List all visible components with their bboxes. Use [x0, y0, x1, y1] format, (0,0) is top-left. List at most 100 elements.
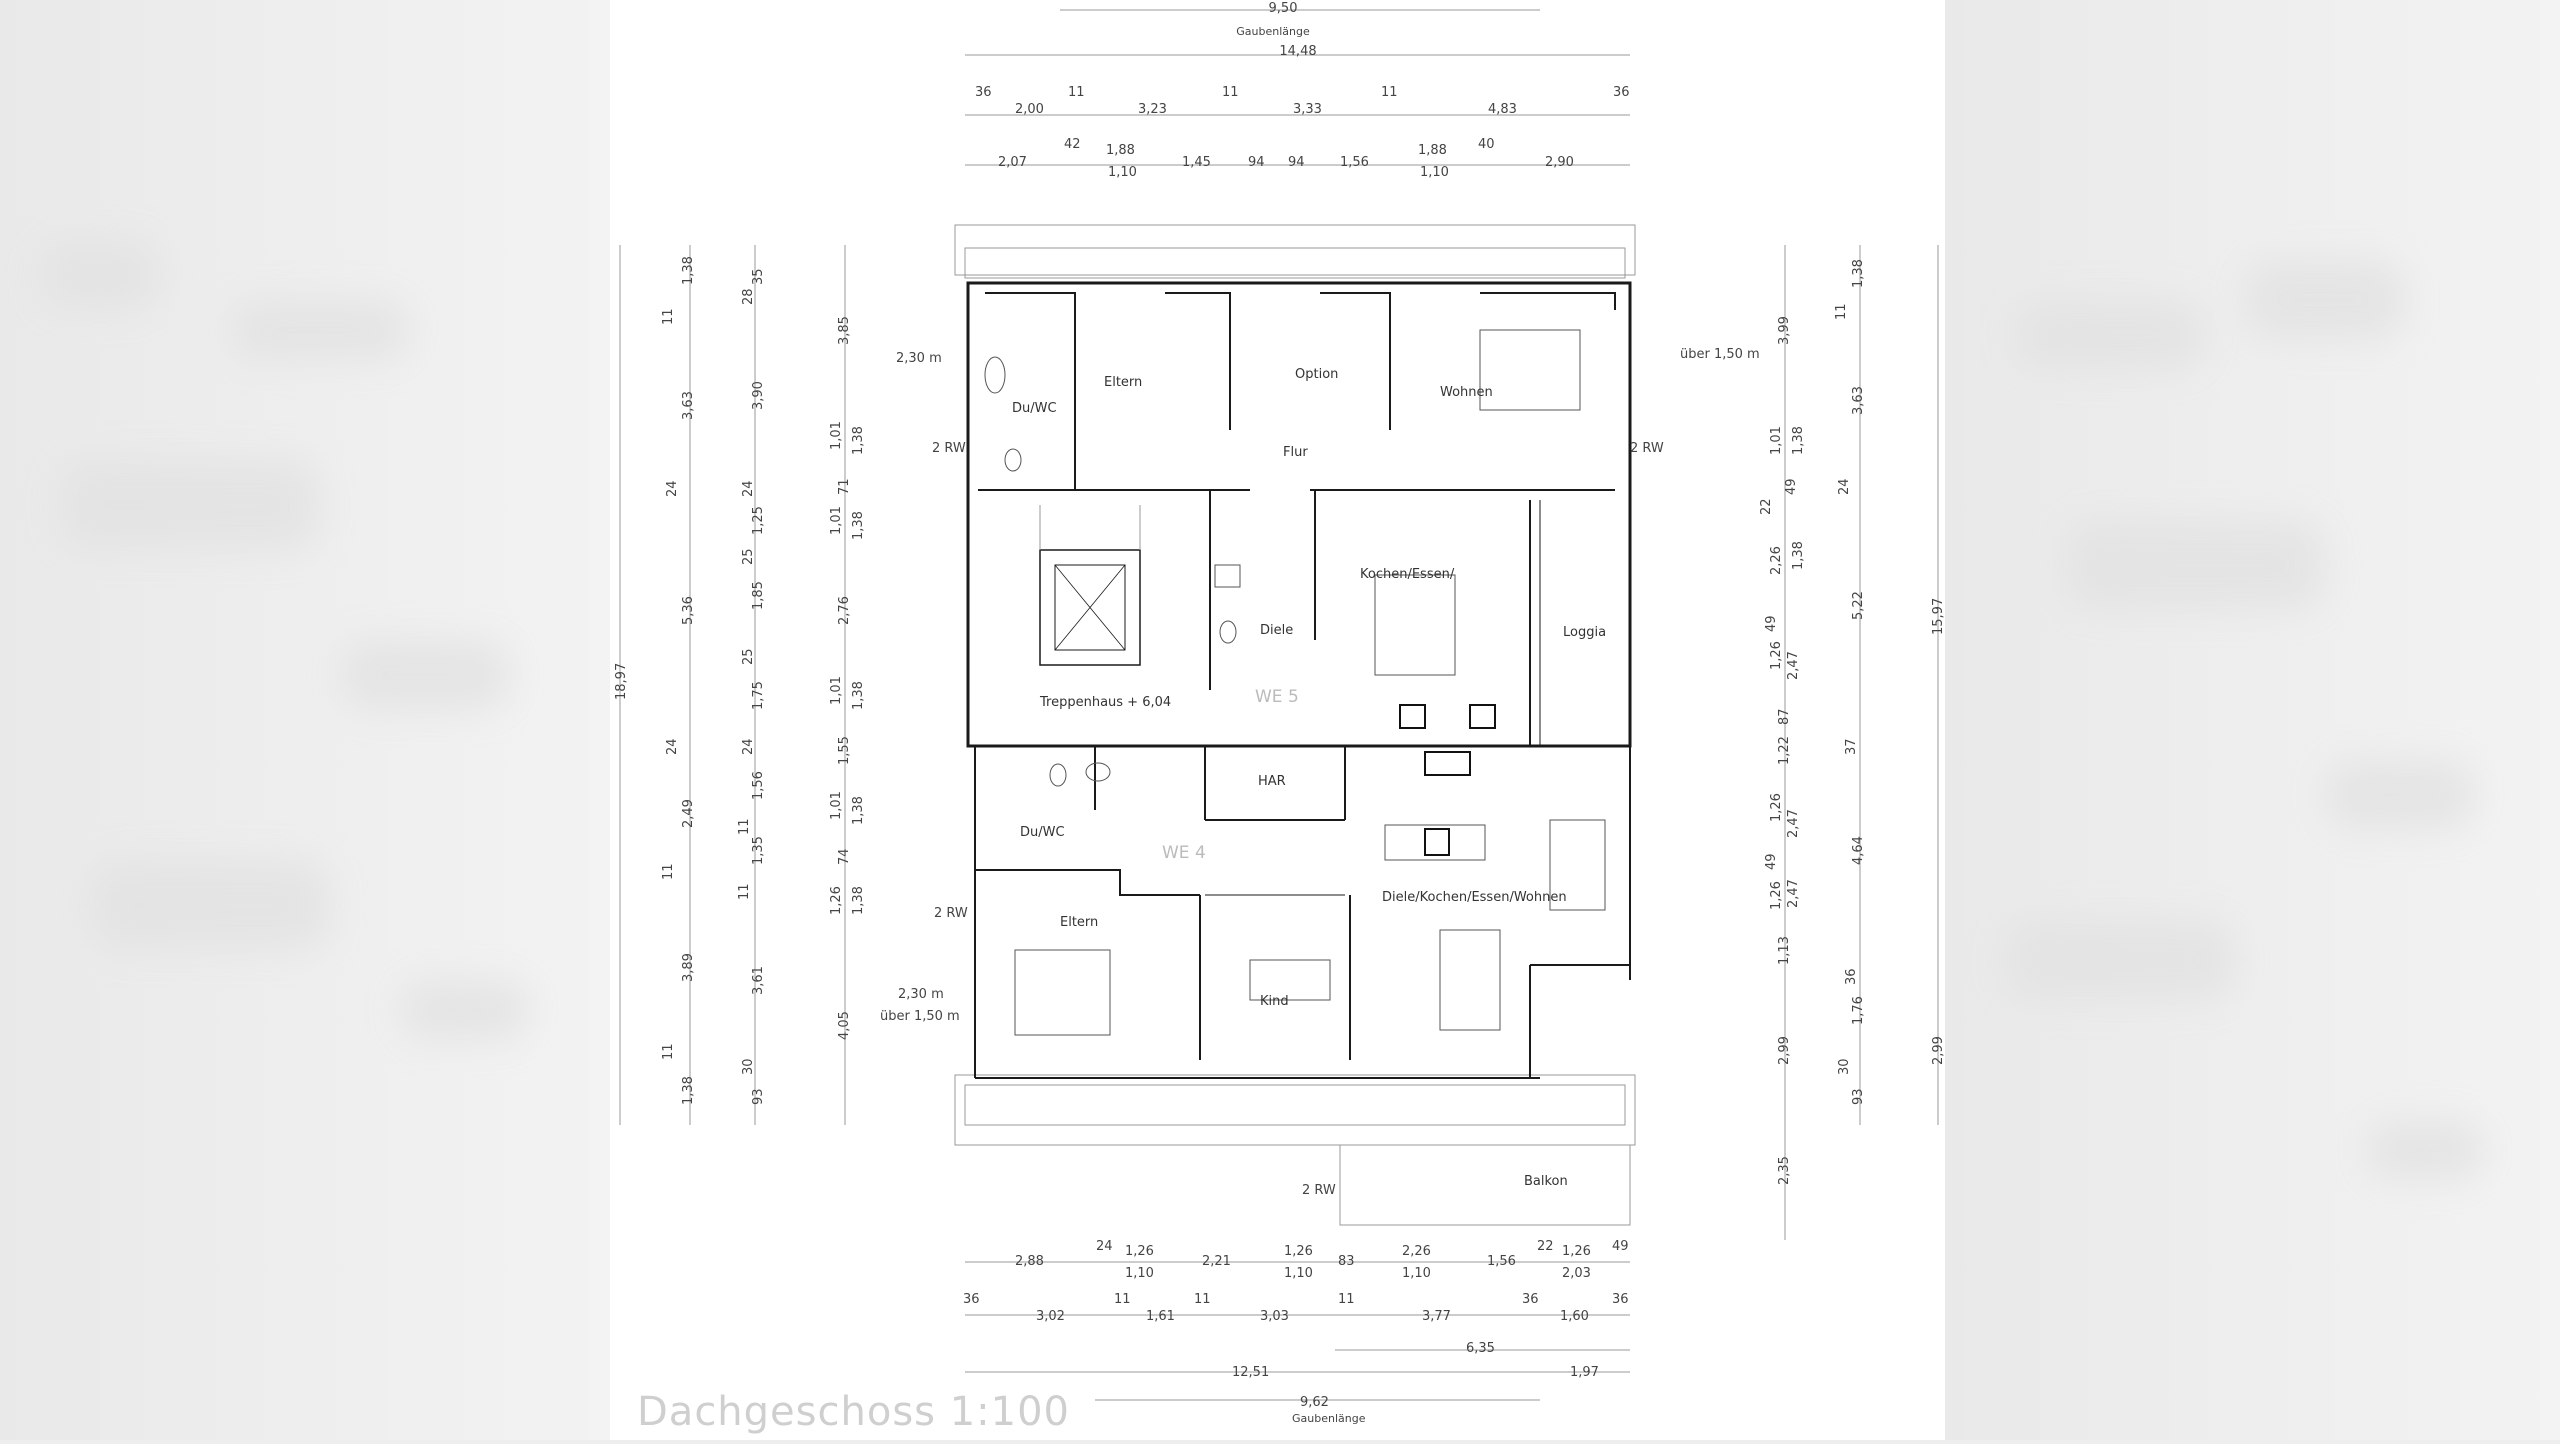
dim-label: 3,02 — [1036, 1309, 1065, 1324]
dim-label: 1,26 — [1562, 1244, 1591, 1259]
dim-label: 1,01 — [829, 421, 844, 450]
dim-label: 2,00 — [1015, 102, 1044, 117]
dim-label: 3,63 — [681, 391, 696, 420]
dim-label: 1,45 — [1182, 155, 1211, 170]
dim-label: 1,38 — [1791, 541, 1806, 570]
dim-label: 1,38 — [681, 1076, 696, 1105]
dim-label: 49 — [1784, 478, 1799, 495]
dim-label: 1,26 — [1769, 881, 1784, 910]
dim-label: 2,47 — [1786, 651, 1801, 680]
dim-label: 1,38 — [851, 681, 866, 710]
dim-label: 40 — [1478, 137, 1495, 152]
left-dim-labels: 18,97 11 1,38 3,63 24 5,36 24 2,49 11 3,… — [614, 256, 866, 1105]
room-eltern-top: Eltern — [1104, 375, 1142, 390]
dim-635: 6,35 — [1466, 1341, 1495, 1356]
unit-we4: WE 4 — [1162, 843, 1206, 863]
dim-label: 4,05 — [837, 1011, 852, 1040]
dim-label: 2,21 — [1202, 1254, 1231, 1269]
dim-1448: 14,48 — [1279, 44, 1316, 59]
dim-label: 3,33 — [1293, 102, 1322, 117]
dim-label: 1,10 — [1402, 1266, 1431, 1281]
dim-label: 1,01 — [1769, 426, 1784, 455]
dim-1251: 12,51 — [1232, 1365, 1269, 1380]
dim-label: 1,26 — [1125, 1244, 1154, 1259]
dim-label: 30 — [1837, 1058, 1852, 1075]
dim-label: 71 — [837, 478, 852, 495]
dim-label: 1,85 — [751, 581, 766, 610]
drawing-title: Dachgeschoss 1:100 — [637, 1389, 1070, 1435]
dim-label: 24 — [1096, 1239, 1113, 1254]
dim-label: 24 — [1837, 478, 1852, 495]
drawing-sheet: 9,50 Gaubenlänge 14,48 36 2,00 11 3,23 1… — [610, 0, 1946, 1440]
top-dim-row1: 36 2,00 11 3,23 11 3,33 11 4,83 36 — [975, 85, 1630, 117]
top-dim-row2: 2,07 42 1,88 1,45 94 94 1,56 1,88 40 2,9… — [998, 137, 1574, 180]
dim-label: 11 — [1068, 85, 1085, 100]
dim-label: 1,10 — [1125, 1266, 1154, 1281]
dim-label: 2,88 — [1015, 1254, 1044, 1269]
room-flur: Flur — [1283, 445, 1308, 460]
room-wohnen: Wohnen — [1440, 385, 1493, 400]
note-rw-2: 2 RW — [1630, 441, 1664, 456]
dim-label: 2,47 — [1786, 809, 1801, 838]
dim-label: 1,13 — [1777, 936, 1792, 965]
dim-label: 1,01 — [829, 791, 844, 820]
dim-label: 36 — [1844, 968, 1859, 985]
fixtures — [984, 329, 1606, 1036]
blurred-background-left — [0, 0, 610, 1440]
dim-label: 2,35 — [1777, 1156, 1792, 1185]
dim-label: 1,61 — [1146, 1309, 1175, 1324]
dim-label: 36 — [975, 85, 992, 100]
note-230-bottom: 2,30 m — [898, 987, 944, 1002]
dim-label: 1,76 — [1851, 996, 1866, 1025]
dim-label: 11 — [661, 863, 676, 880]
unit-we5: WE 5 — [1255, 687, 1299, 707]
room-eltern-bottom: Eltern — [1060, 915, 1098, 930]
room-option: Option — [1295, 367, 1338, 382]
dim-label: 1,38 — [851, 511, 866, 540]
dim-label: 11 — [1381, 85, 1398, 100]
dim-label: 1,88 — [1106, 143, 1135, 158]
dim-gaubenlaenge-top: Gaubenlänge — [1236, 25, 1310, 38]
bottom-dim-row1: 2,88 24 1,26 1,10 2,21 1,26 1,10 83 2,26… — [1015, 1239, 1629, 1281]
dim-label: 42 — [1064, 137, 1081, 152]
dim-label: 1,26 — [1284, 1244, 1313, 1259]
dim-label: 2,76 — [837, 596, 852, 625]
dim-label: 1,38 — [1851, 259, 1866, 288]
dim-label: 36 — [1613, 85, 1630, 100]
dim-label: 11 — [1338, 1292, 1355, 1307]
dim-label: 1,25 — [751, 506, 766, 535]
dim-label: 93 — [1851, 1088, 1866, 1105]
dim-label: 2,03 — [1562, 1266, 1591, 1281]
dim-label: 1,26 — [1769, 793, 1784, 822]
dim-label: 1,38 — [1791, 426, 1806, 455]
dim-label: 3,90 — [751, 381, 766, 410]
dim-label: 1,60 — [1560, 1309, 1589, 1324]
blurred-background-right — [1945, 0, 2560, 1440]
roof-edges — [954, 224, 1636, 1146]
bottom-dimension-lines — [965, 1261, 1630, 1401]
dim-label: 28 — [741, 288, 756, 305]
room-kochen-essen: Kochen/Essen/ — [1360, 567, 1455, 582]
dim-label: 37 — [1844, 738, 1859, 755]
dim-label: 1,10 — [1284, 1266, 1313, 1281]
dim-label: 1,56 — [1340, 155, 1369, 170]
dim-label: 87 — [1777, 708, 1792, 725]
dim-gaubenlaenge-bottom: Gaubenlänge — [1292, 1412, 1366, 1425]
room-du-wc-bottom: Du/WC — [1020, 825, 1065, 840]
dim-label: 2,99 — [1931, 1036, 1945, 1065]
dim-label: 1,75 — [751, 681, 766, 710]
dim-label: 22 — [1759, 498, 1774, 515]
right-dim-labels: 3,99 1,01 1,38 22 49 2,26 1,38 49 1,26 2… — [1759, 259, 1946, 1185]
dim-label: 25 — [741, 548, 756, 565]
balkon-outline — [1339, 1145, 1631, 1226]
room-du-wc-top: Du/WC — [1012, 401, 1057, 416]
dim-label: 1,56 — [1487, 1254, 1516, 1269]
dim-label: 1,38 — [851, 426, 866, 455]
top-dimension-lines — [965, 9, 1630, 166]
dim-label: 2,47 — [1786, 879, 1801, 908]
dim-label: 2,49 — [681, 799, 696, 828]
dim-label: 1,26 — [1769, 641, 1784, 670]
dim-label: 1,22 — [1777, 736, 1792, 765]
dim-label: 1,10 — [1420, 165, 1449, 180]
dim-label: 1,88 — [1418, 143, 1447, 158]
